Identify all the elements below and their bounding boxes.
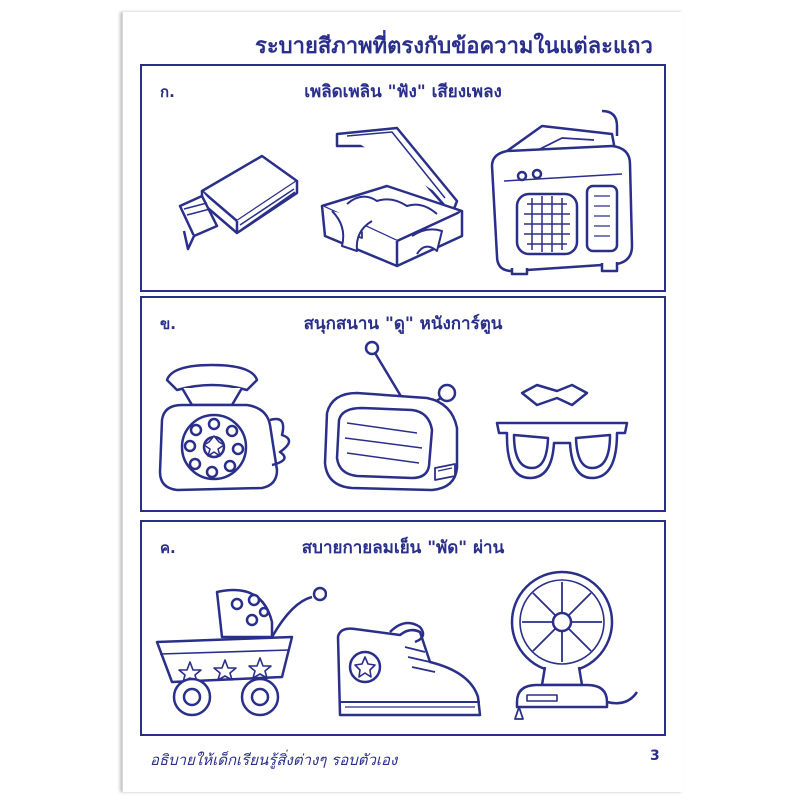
row-panel-ko: ก. เพลิดเพลิน "ฟัง" เสียงเพลง [140,64,666,292]
row-caption: เพลิดเพลิน "ฟัง" เสียงเพลง [304,82,502,102]
suitcase-icon [317,126,467,271]
sneaker-icon [330,617,485,727]
row-caption: สนุกสนาน "ดู" หนังการ์ตูน [303,314,503,334]
radio-icon [482,106,642,276]
page-title: ระบายสีภาพที่ตรงกับข้อความในแต่ละแถว [255,34,653,59]
telephone-icon [152,360,292,495]
glasses-icon [492,383,632,493]
row-label: ค. [160,539,176,557]
row-caption: สบายกายลมเย็น "พัด" ผ่าน [301,538,505,558]
page-number: 3 [650,748,660,764]
row-label: ข. [160,315,176,333]
electric-fan-icon [497,567,642,727]
television-icon [317,338,467,498]
row-label: ก. [160,83,175,101]
row-panel-kho: ข. สนุกสนาน "ดู" หนังการ์ตูน [140,296,666,512]
row-panel-kho-khwai: ค. สบายกายลมเย็น "พัด" ผ่าน [140,520,666,736]
page-footer: อธิบายให้เด็กเรียนรู้สิ่งต่างๆ รอบตัวเอง [150,751,398,769]
book-pencil-icon [172,151,302,251]
stroller-icon [152,582,327,722]
